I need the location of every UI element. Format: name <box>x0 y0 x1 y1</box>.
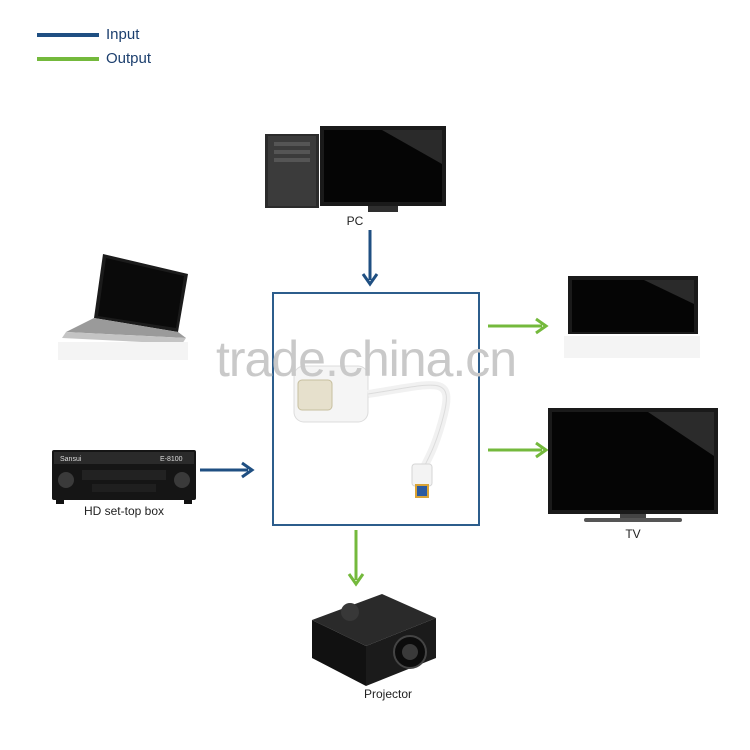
tv-label: TV <box>625 527 641 541</box>
settop-box-label: HD set-top box <box>83 504 165 518</box>
monitor-output-arrow <box>488 317 549 335</box>
legend-output-label: Output <box>106 50 152 67</box>
settop-input-arrow <box>200 461 255 479</box>
svg-text:Sansui: Sansui <box>60 456 82 463</box>
tv-icon <box>548 408 718 522</box>
projector-output-arrow <box>347 530 365 587</box>
projector-label: Projector <box>363 687 413 701</box>
tv-output-arrow <box>488 441 549 459</box>
legend-input-label: Input <box>106 26 140 43</box>
adapter-hub-box <box>272 292 480 526</box>
pc-input-arrow <box>361 230 379 287</box>
laptop-icon <box>58 254 188 360</box>
settop-box-icon: Sansui E-8100 <box>52 450 196 504</box>
legend-input-line <box>37 33 99 37</box>
pc-icon <box>265 126 446 212</box>
monitor-icon <box>564 276 700 358</box>
projector-icon <box>312 594 436 686</box>
svg-text:E-8100: E-8100 <box>160 456 183 463</box>
pc-label: PC <box>346 214 364 228</box>
watermark-text: trade.china.cn <box>216 331 517 387</box>
vga-adapter-icon <box>293 365 451 498</box>
legend-output-line <box>37 57 99 61</box>
